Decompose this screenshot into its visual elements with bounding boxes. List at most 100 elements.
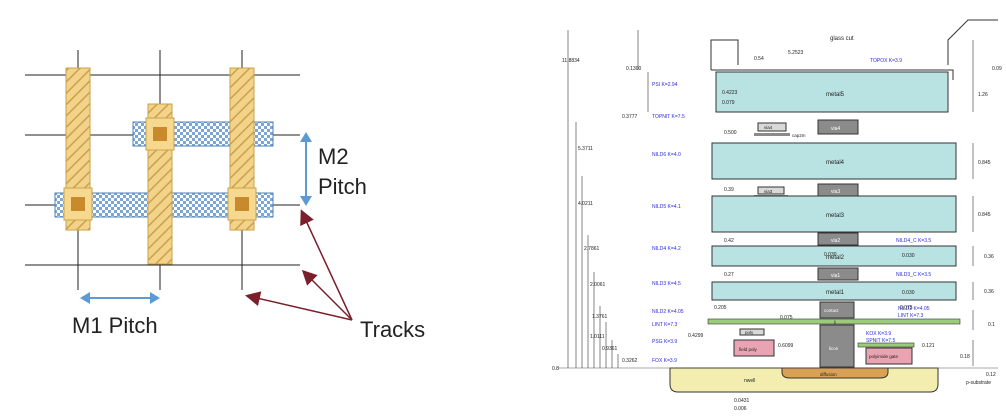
psi-label: PSI K=2.94 [652, 82, 678, 88]
dim-0-075b: 0.075 [900, 305, 913, 311]
psg-label: PSG K=3.9 [652, 339, 677, 345]
nild4-label: NILD4 K=4.2 [652, 246, 681, 252]
dim-0-4299: 0.4299 [688, 333, 704, 339]
metal1-block [711, 281, 957, 301]
dim-0-42: 0.42 [724, 238, 734, 244]
via4-cap-label: via4 [764, 125, 773, 130]
via1-label: via1 [831, 273, 840, 279]
licon-block [819, 324, 855, 368]
dim-r-0-121: 0.121 [922, 343, 935, 349]
capm-block [757, 186, 785, 195]
metal4-label: metal4 [826, 160, 845, 166]
dim-r-0-1: 0.1 [988, 322, 995, 328]
metal5-block [715, 71, 949, 113]
contact-label: contact [824, 308, 839, 313]
lint-right-label: LINT K=7.3 [898, 313, 924, 319]
dim-1-0111: 1.0111 [590, 334, 605, 340]
poly-left [739, 328, 765, 336]
dim-0-6099: 0.6099 [778, 343, 794, 349]
dim-r-0-36b: 0.36 [984, 289, 994, 295]
nild6-label: NILD6 K=4.0 [652, 152, 681, 158]
dim-r-0-36a: 0.36 [984, 254, 994, 260]
diffusion-label: diffusion [820, 372, 837, 377]
dim-5-2523: 5.2523 [788, 50, 804, 56]
nild5-label: NILD5 K=4.1 [652, 204, 681, 210]
dim-0-1300: 0.1300 [626, 66, 642, 72]
dim-0-205: 0.205 [714, 305, 727, 311]
routing-track-diagram: M2 Pitch M1 Pitch Tracks [25, 50, 425, 342]
topnit-label: TOPNIT K=7.5 [652, 114, 685, 120]
dim-4-0211: 4.0211 [578, 201, 593, 207]
via1-block [817, 267, 859, 281]
dim-v-0-030b: 0.030 [902, 290, 915, 296]
dim-r-0-09: 0.09 [992, 66, 1002, 72]
polyimide-gate-label: polyimide gate [869, 354, 899, 359]
spnit-label: SPNIT K=7.5 [866, 338, 895, 344]
dim-0-079: 0.079 [722, 100, 735, 106]
dim-5-3711: 5.3711 [578, 146, 593, 152]
via3-cap-label: via3 [764, 189, 773, 194]
dim-r-0-845a: 0.845 [978, 160, 991, 166]
dim-0-0431: 0.0431 [734, 398, 750, 404]
via4-label: via4 [831, 126, 840, 132]
dim-2-0061: 2.0061 [590, 282, 606, 288]
dim-r-0-845b: 0.845 [978, 212, 991, 218]
dim-v-0-030c: 0.030 [824, 252, 837, 258]
field-poly-block [733, 339, 775, 357]
interconnect-stack-diagram: glass cut metal5 via4 via4 cap2m metal4 … [552, 19, 1002, 412]
cap2m-label: cap2m [792, 133, 806, 138]
metal3-block [711, 195, 957, 233]
lint-label: LINT K=7.3 [652, 322, 678, 328]
via-middle-top [145, 117, 175, 151]
via3-label: via3 [831, 189, 840, 195]
dim-0-8: 0.8 [552, 366, 559, 372]
dim-0-54: 0.54 [754, 56, 764, 62]
m2-pitch-label-line2: Pitch [318, 174, 367, 199]
dim-v-0-030a: 0.030 [902, 253, 915, 259]
dim-r-0-18: 0.18 [960, 354, 970, 360]
dim-0-39: 0.39 [724, 187, 734, 193]
metal2-label: metal2 [826, 255, 845, 261]
li-layer [707, 318, 961, 325]
topox-label: TOPOX K=3.9 [870, 58, 902, 64]
m2-pitch-label-line1: M2 [318, 144, 349, 169]
dim-0-3777: 0.3777 [622, 114, 638, 120]
dim-0-3262: 0.3262 [622, 358, 638, 364]
metal5-label: metal5 [826, 92, 845, 98]
metal2-block [711, 245, 957, 267]
dim-0-4223: 0.4223 [722, 90, 738, 96]
field-poly-label: field poly [739, 347, 758, 352]
nild2-right-label: NILD2 K=4.05 [898, 306, 930, 312]
glass-cut-text: glass cut [830, 36, 854, 42]
dimension-lines-left [567, 30, 649, 368]
li-label: li [834, 320, 836, 325]
nwell-label: nwell [744, 378, 755, 384]
polyimide-gate-block [865, 347, 913, 365]
dim-1-3761: 1.3761 [592, 314, 608, 320]
dim-0-27: 0.27 [724, 272, 734, 278]
dim-0-500: 0.500 [724, 130, 737, 136]
nild4c-label: NILD4_C K=3.5 [896, 238, 931, 244]
metal4-block [711, 142, 957, 180]
dim-0-006: 0.006 [734, 406, 747, 412]
nild3c-label: NILD3_C K=3.5 [896, 272, 931, 278]
via4-block [817, 119, 859, 135]
contact-block [819, 301, 855, 319]
dim-0-075a: 0.075 [780, 315, 793, 321]
m1-pitch-label: M1 Pitch [72, 313, 158, 338]
via-left-bottom [63, 187, 93, 221]
diffusion-region [781, 367, 889, 379]
fox-label: FOX K=3.9 [652, 358, 677, 364]
dim-r-1-26: 1.26 [978, 92, 988, 98]
glass-cut-outline [710, 19, 998, 80]
p-substrate-label: p-substrate [966, 380, 991, 386]
dim-0-9361: 0.9361 [602, 346, 618, 352]
licon-label: licon [829, 346, 839, 351]
cap2m-block [757, 122, 787, 132]
tracks-pointer-arrows [245, 209, 353, 321]
nild2-label: NILD2 K=4.05 [652, 309, 684, 315]
poly-right [857, 342, 915, 348]
via2-label: via2 [831, 238, 840, 244]
nild3-label: NILD3 K=4.5 [652, 281, 681, 287]
